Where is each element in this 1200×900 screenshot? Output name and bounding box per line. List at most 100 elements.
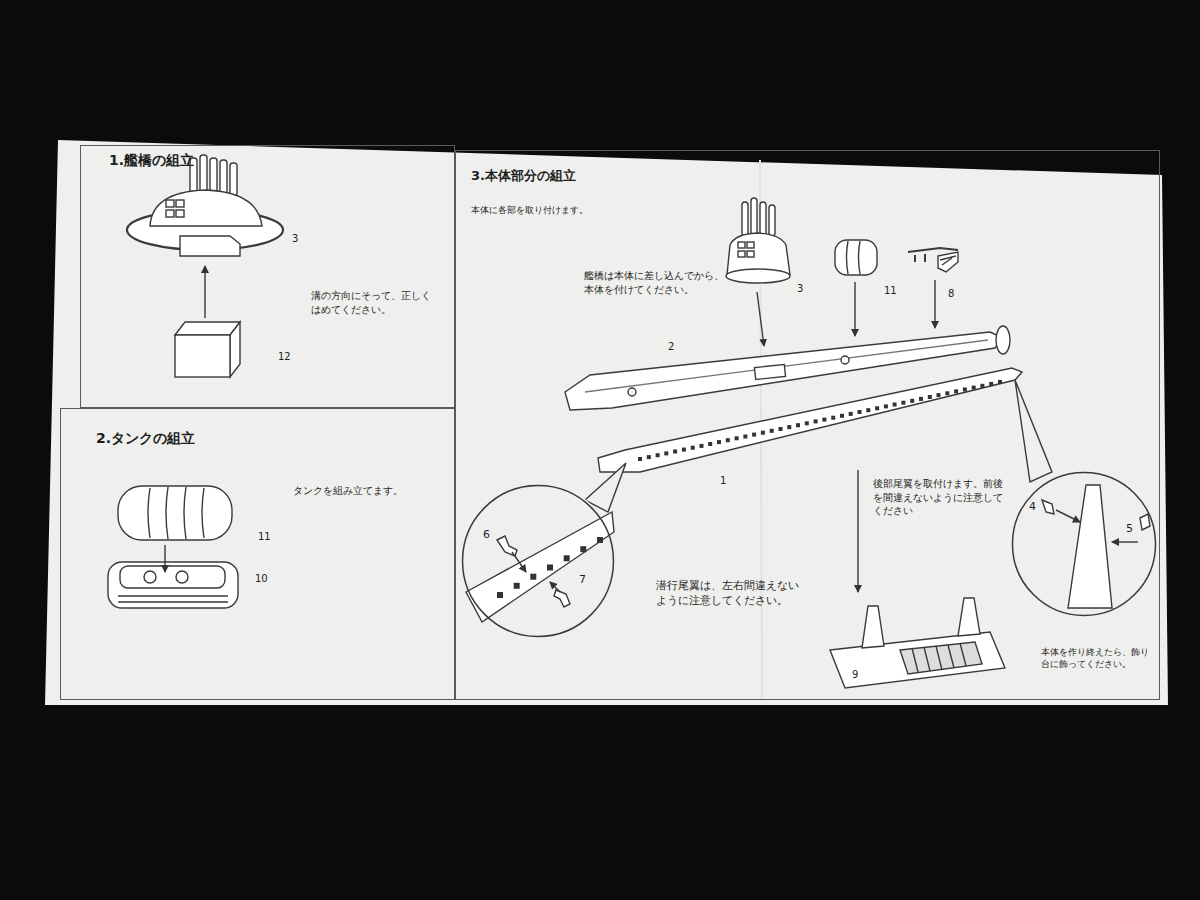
- text-slot: タンクを組み立てます。: [293, 485, 403, 498]
- hull-mark: [814, 419, 818, 423]
- hull-mark: [866, 408, 870, 412]
- part-number: 9: [852, 668, 858, 682]
- text-slot: 12: [278, 350, 291, 364]
- part-number: 11: [258, 530, 271, 544]
- hull-mark: [547, 565, 553, 571]
- detail-callout-circle: 45: [1011, 471, 1157, 617]
- hull-mark: [770, 429, 774, 433]
- hull-mark: [972, 386, 976, 390]
- hull-mark: [998, 380, 1002, 384]
- step-heading: 3.本体部分の組立: [471, 167, 576, 185]
- instruction-note: 潜行尾翼は、左右間違えない ように注意してください。: [656, 579, 802, 609]
- part-number: 3: [797, 282, 803, 296]
- step-panel: 3.本体部分の組立本体に各部を取り付けます。艦橋は本体に差し込んでから、 本体を…: [455, 150, 1160, 700]
- hull-mark: [682, 448, 686, 452]
- text-slot: 4: [1029, 500, 1036, 515]
- text-slot: 潜行尾翼は、左右間違えない ように注意してください。: [656, 579, 802, 609]
- hull-mark: [963, 388, 967, 392]
- hull-mark: [691, 446, 695, 450]
- hull-mark: [752, 433, 756, 437]
- hull-mark: [761, 431, 765, 435]
- step-heading: 1.艦橋の組立: [109, 151, 194, 170]
- hull-mark: [796, 423, 800, 427]
- callout-number: 6: [483, 528, 490, 543]
- part-number: 8: [948, 287, 954, 301]
- part-number: 1: [720, 474, 726, 488]
- text-slot: 1.艦橋の組立: [109, 151, 194, 170]
- hull-mark: [514, 583, 520, 589]
- hull-mark: [831, 416, 835, 420]
- hull-mark: [919, 397, 923, 401]
- text-slot: 7: [579, 573, 586, 588]
- callout-number: 5: [1126, 522, 1133, 537]
- instruction-note: 本体に各部を取り付けます。: [471, 204, 588, 216]
- instruction-note: 本体を作り終えたら、飾り 台に飾ってください。: [1041, 646, 1152, 670]
- text-slot: 9: [852, 668, 858, 682]
- hull-mark: [735, 436, 739, 440]
- text-slot: 溝の方向にそって、正しく はめてください。: [311, 289, 434, 316]
- text-slot: 本体に各部を取り付けます。: [471, 204, 588, 216]
- hull-mark: [849, 412, 853, 416]
- bridge-assembly-drawing: [127, 155, 283, 377]
- hull-mark: [989, 382, 993, 386]
- hull-mark: [805, 421, 809, 425]
- hull-mark: [840, 414, 844, 418]
- text-slot: 3: [797, 282, 803, 296]
- text-slot: 1: [720, 474, 726, 488]
- hull-mark: [858, 410, 862, 414]
- part-number: 2: [668, 340, 674, 354]
- hull-mark: [656, 453, 660, 457]
- hull-mark: [884, 404, 888, 408]
- tank-assembly-drawing: [108, 486, 238, 608]
- hull-mark: [893, 403, 897, 407]
- hull-mark: [945, 391, 949, 395]
- hull-mark: [647, 455, 651, 459]
- step-panel: 2.タンクの組立タンクを組み立てます。: [60, 408, 455, 700]
- hull-mark: [779, 427, 783, 431]
- text-slot: 8: [948, 287, 954, 301]
- instruction-note: タンクを組み立てます。: [293, 485, 403, 498]
- hull-mark: [901, 401, 905, 405]
- dive-fin-detail-drawing: [466, 512, 614, 622]
- hull-mark: [980, 384, 984, 388]
- part-number: 10: [255, 572, 268, 586]
- text-slot: 5: [1126, 522, 1133, 537]
- callout-outline: [461, 484, 615, 638]
- hull-mark: [664, 451, 668, 455]
- part-number: 11: [884, 284, 897, 298]
- text-slot: 3: [292, 232, 298, 246]
- callout-number: 4: [1029, 500, 1036, 515]
- hull-assembly-drawing: [461, 198, 1156, 688]
- callout-outline: [1011, 471, 1157, 617]
- hull-mark: [787, 425, 791, 429]
- instruction-note: 後部尾翼を取付けます。前後 を間違えないように注意して ください: [873, 477, 1006, 518]
- hull-mark: [497, 592, 503, 598]
- text-slot: 後部尾翼を取付けます。前後 を間違えないように注意して ください: [873, 477, 1006, 518]
- hull-mark: [638, 457, 642, 461]
- instruction-note: 溝の方向にそって、正しく はめてください。: [311, 289, 434, 316]
- text-slot: 11: [258, 530, 271, 544]
- step-heading: 2.タンクの組立: [96, 429, 195, 448]
- text-slot: 3.本体部分の組立: [471, 167, 576, 185]
- hull-mark: [743, 435, 747, 439]
- hull-mark: [564, 555, 570, 561]
- hull-mark: [726, 438, 730, 442]
- text-slot: 2.タンクの組立: [96, 429, 195, 448]
- text-slot: 6: [483, 528, 490, 543]
- hull-mark: [700, 444, 704, 448]
- callout-circle: [463, 486, 614, 637]
- hull-mark: [673, 450, 677, 454]
- hull-mark: [937, 393, 941, 397]
- callout-number: 7: [579, 573, 586, 588]
- instruction-note: 艦橋は本体に差し込んでから、 本体を付けてください。: [584, 269, 727, 296]
- step-panel: 1.艦橋の組立溝の方向にそって、正しく はめてください。: [80, 145, 455, 408]
- hull-mark: [530, 574, 536, 580]
- hull-mark: [580, 546, 586, 552]
- text-slot: 11: [884, 284, 897, 298]
- paper-sheet: [45, 140, 1168, 705]
- hull-mark: [875, 406, 879, 410]
- hull-mark: [708, 442, 712, 446]
